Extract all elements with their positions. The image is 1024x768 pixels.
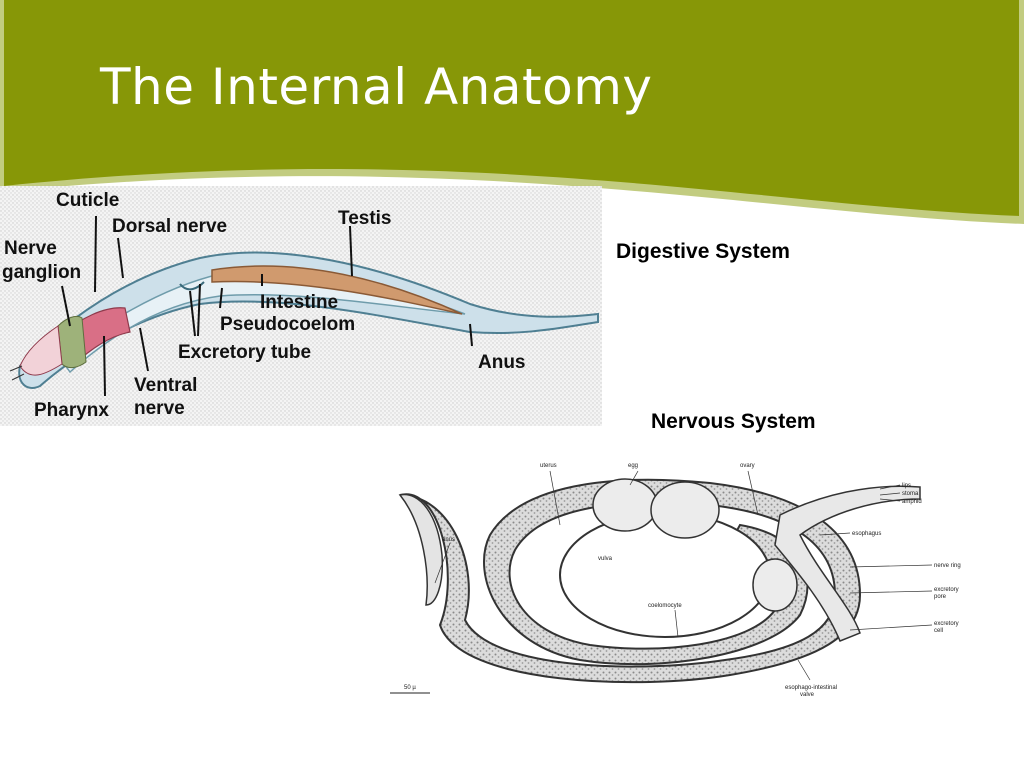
tail	[398, 493, 444, 606]
coiled-body	[399, 478, 862, 684]
label-pharynx: Pharynx	[34, 400, 109, 421]
label-excretory-tube: Excretory tube	[178, 342, 311, 363]
label-stoma: stoma	[902, 491, 919, 497]
banner-green-fill	[0, 0, 1019, 216]
caption-digestive-system: Digestive System	[616, 240, 790, 263]
mouth-end	[19, 325, 63, 376]
nematode-anatomy-diagram: Cuticle Dorsal nerve Testis Nerve gangli…	[0, 186, 602, 426]
caption-nervous-system: Nervous System	[651, 410, 816, 433]
label-testis: Testis	[338, 208, 392, 229]
nerve-ganglion	[57, 315, 87, 369]
label-nerve: Nerve	[4, 238, 57, 259]
label-ventral-nerve: nerve	[134, 398, 185, 419]
label-lips: lips	[902, 483, 911, 489]
pseudocoelom-cavity	[58, 268, 466, 374]
label-excretory-pore-1: excretory	[934, 587, 959, 593]
label-excretory-pore-2: pore	[934, 594, 947, 600]
intestine	[211, 265, 463, 315]
label-anus: Anus	[478, 352, 526, 373]
label-ovary: ovary	[740, 463, 755, 469]
label-anus-2: anus	[442, 537, 455, 543]
title-banner	[0, 0, 1024, 224]
label-coelomocyte: coelomocyte	[648, 603, 682, 609]
label-excretory-cell-1: excretory	[934, 621, 959, 627]
label-vulva: vulva	[598, 556, 613, 562]
anterior-end	[774, 485, 921, 642]
label-ganglion: ganglion	[2, 262, 81, 283]
label-cuticle: Cuticle	[56, 190, 119, 211]
label-pseudocoelom: Pseudocoelom	[220, 314, 355, 335]
label-dorsal-nerve: Dorsal nerve	[112, 216, 227, 237]
egg-3	[752, 558, 798, 612]
label-intestine: Intestine	[260, 292, 338, 313]
label-uterus: uterus	[540, 463, 557, 469]
egg-2	[650, 481, 720, 539]
label-amphid: amphid	[902, 499, 922, 505]
egg-1	[592, 478, 658, 532]
label-esophagus: esophagus	[852, 531, 881, 537]
slide-title: The Internal Anatomy	[100, 58, 653, 116]
coiled-nematode-illustration: 50 µ uterus egg ovary lips stoma amphid …	[390, 463, 961, 698]
label-nerve-ring: nerve ring	[934, 563, 961, 569]
excretory-tube	[179, 281, 205, 291]
label-esophago-intestinal: esophago-intestinal	[785, 685, 837, 691]
scale-bar-label: 50 µ	[404, 685, 416, 691]
label-ventral: Ventral	[134, 375, 197, 396]
label-excretory-cell-2: cell	[934, 628, 943, 634]
label-egg: egg	[628, 463, 638, 469]
label-valve: valve	[800, 692, 815, 698]
